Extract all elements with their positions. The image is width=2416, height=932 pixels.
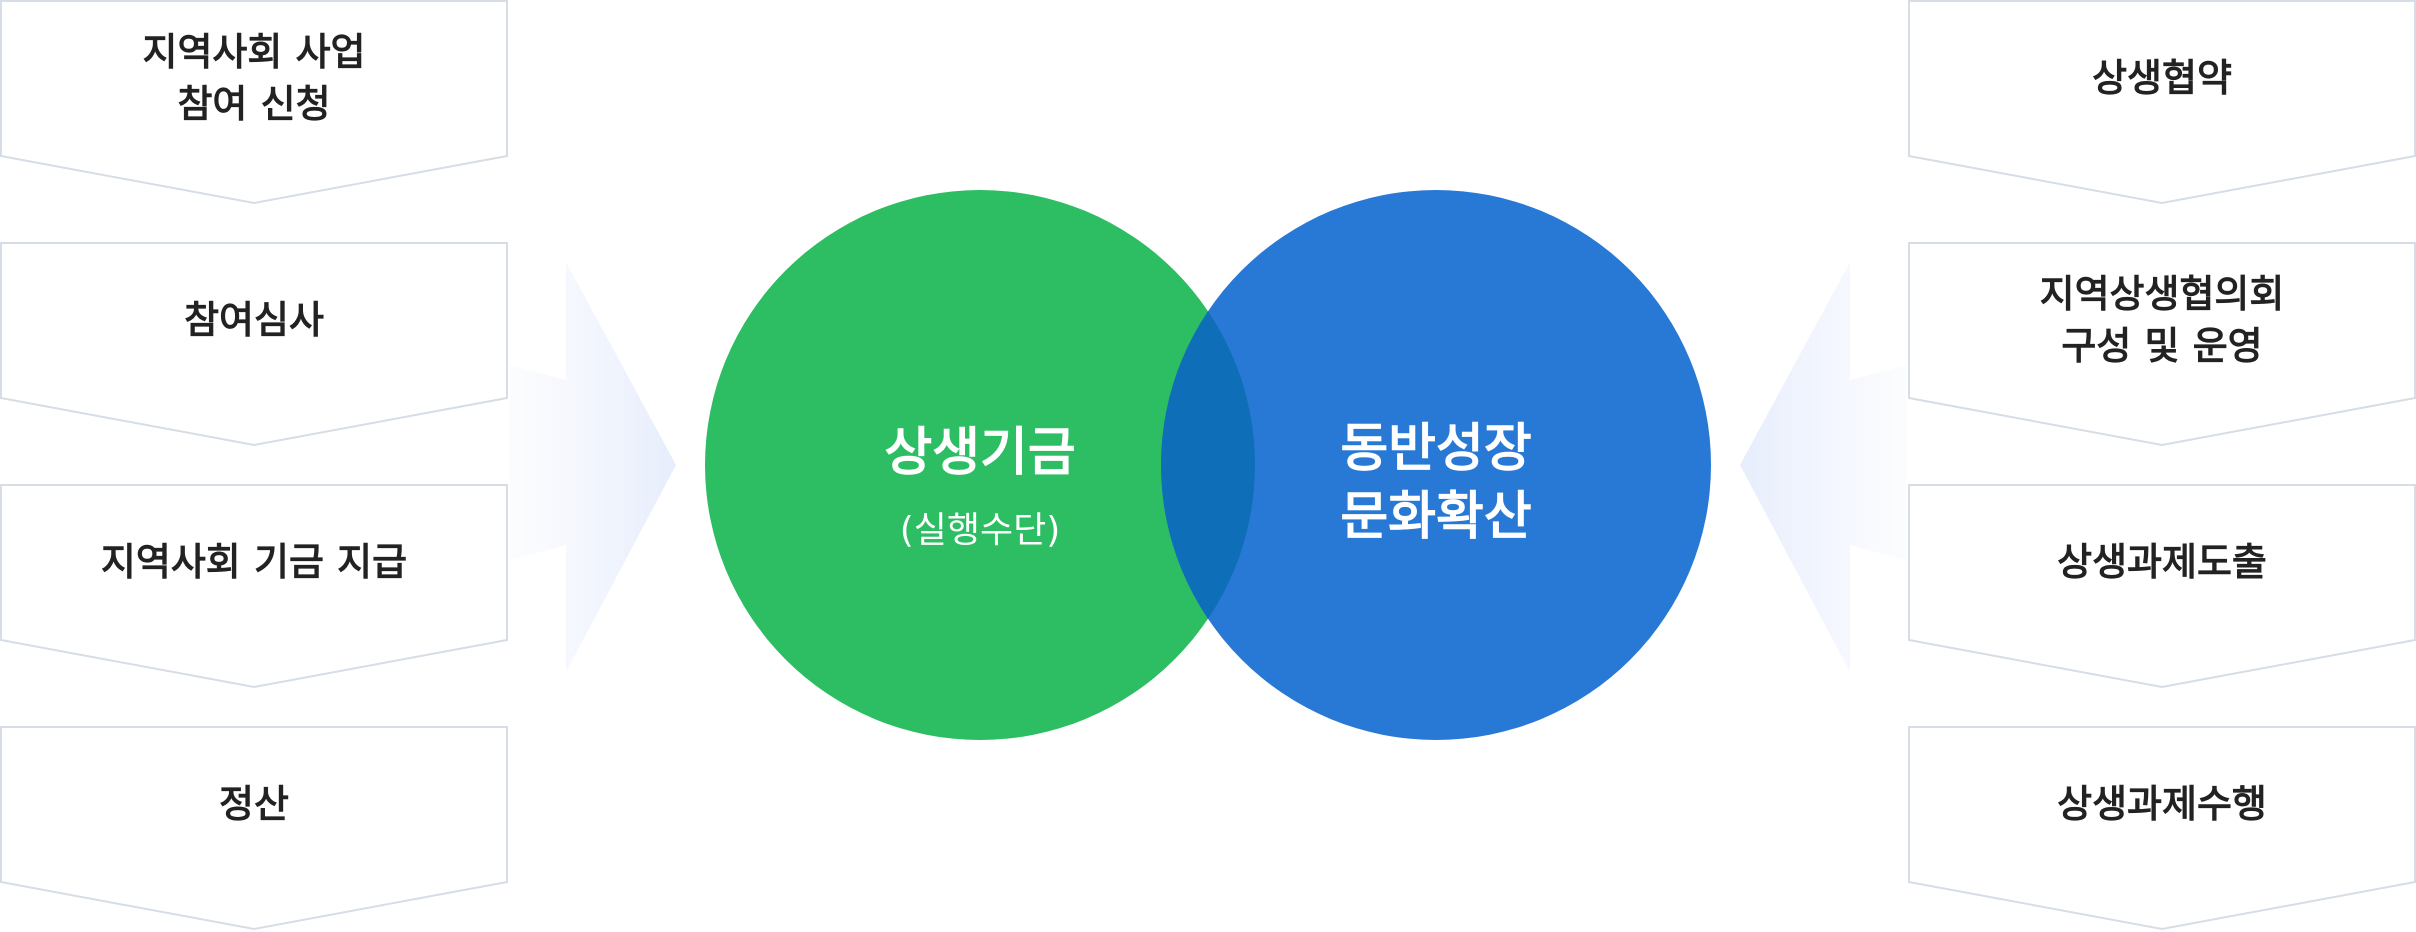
right-step-2: 지역상생협의회 구성 및 운영 [1908,242,2416,447]
right-step-label: 지역상생협의회 구성 및 운영 [2039,272,2285,368]
right-arrow-shape [1740,262,1906,672]
right-circle [1161,190,1711,740]
left-step-3: 지역사회 기금 지급 [0,484,508,689]
left-step-2: 참여심사 [0,242,508,447]
right-step-label: 상생과제도출 [2057,540,2267,584]
right-step-3: 상생과제도출 [1908,484,2416,689]
left-step-label: 정산 [219,782,289,826]
right-step-label: 상생협약 [2092,56,2232,100]
right-circle-label: 동반성장 문화확산 [1236,396,1636,570]
left-circle-title: 상생기금 [884,423,1076,483]
right-step-1: 상생협약 [1908,0,2416,205]
left-circle-subtitle: (실행수단) [899,510,1061,551]
right-step-4: 상생과제수행 [1908,726,2416,931]
left-step-label: 지역사회 사업 참여 신청 [142,30,366,126]
left-circle [705,190,1255,740]
left-step-4: 정산 [0,726,508,931]
left-step-label: 참여심사 [184,298,324,342]
right-step-label: 상생과제수행 [2057,782,2267,826]
left-arrow-shape [510,262,676,672]
left-step-label: 지역사회 기금 지급 [100,540,408,584]
left-step-1: 지역사회 사업 참여 신청 [0,0,508,205]
right-circle-title: 동반성장 문화확산 [1340,419,1532,547]
left-circle-label: 상생기금 (실행수단) [780,400,1180,575]
